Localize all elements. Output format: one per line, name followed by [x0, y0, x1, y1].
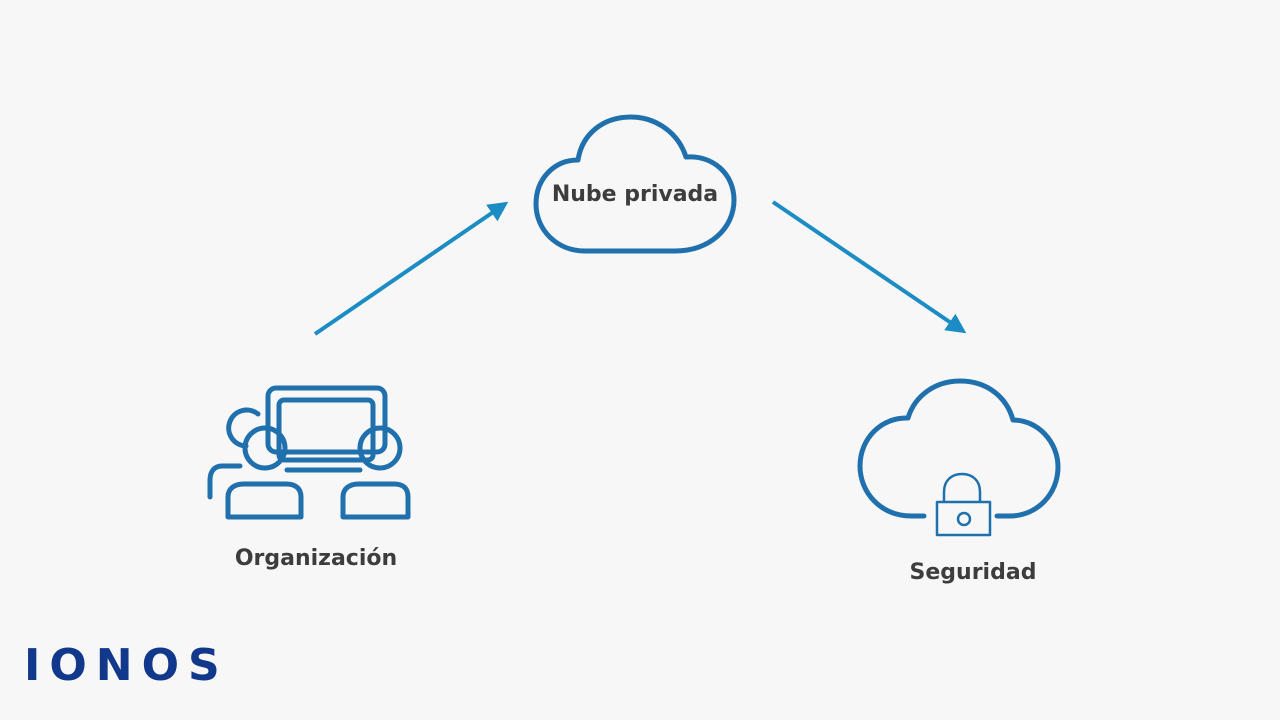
secure-cloud-icon	[857, 378, 1061, 519]
security-label: Seguridad	[909, 560, 1037, 585]
organization-icon	[207, 385, 411, 520]
ionos-logo: IONOS	[24, 640, 229, 691]
organization-label: Organización	[234, 546, 398, 571]
padlock-icon	[935, 472, 992, 537]
arrow-organization-to-cloud	[313, 201, 509, 336]
cloud-icon	[533, 114, 737, 254]
cloud-label: Nube privada	[551, 182, 719, 207]
arrow-cloud-to-security	[771, 200, 967, 334]
